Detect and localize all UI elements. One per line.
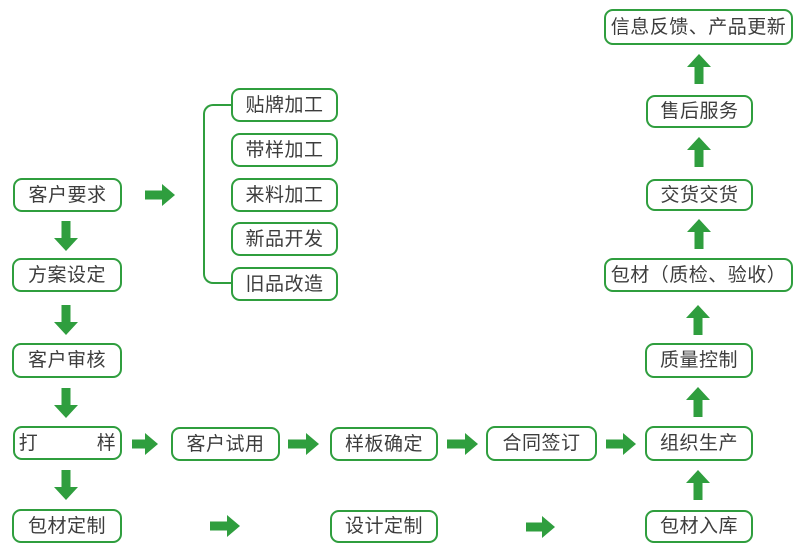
node-packaging-customization: 包材定制 bbox=[12, 509, 122, 543]
node-oem-processing: 贴牌加工 bbox=[231, 88, 338, 122]
node-design-customization: 设计定制 bbox=[330, 510, 438, 543]
arrow-right-icon bbox=[145, 183, 175, 207]
options-bracket bbox=[203, 104, 231, 284]
arrow-right-icon bbox=[210, 516, 240, 536]
node-packaging-inspection: 包材（质检、验收） bbox=[604, 258, 793, 292]
arrow-up-icon bbox=[686, 470, 710, 500]
arrow-up-icon bbox=[687, 54, 711, 84]
arrow-up-icon bbox=[687, 219, 711, 249]
node-customer-request: 客户要求 bbox=[13, 178, 122, 212]
arrow-right-icon bbox=[288, 433, 319, 455]
node-contract-signing: 合同签订 bbox=[486, 426, 597, 461]
node-sample-confirmation: 样板确定 bbox=[330, 427, 438, 461]
node-packaging-warehousing: 包材入库 bbox=[645, 510, 753, 543]
node-customer-review: 客户审核 bbox=[12, 343, 122, 378]
node-incoming-material-processing: 来料加工 bbox=[231, 178, 338, 212]
arrow-up-icon bbox=[686, 305, 710, 335]
node-new-product-development: 新品开发 bbox=[231, 222, 338, 256]
node-quality-control: 质量控制 bbox=[645, 343, 753, 378]
node-customer-trial: 客户试用 bbox=[171, 427, 280, 461]
node-old-product-renovation: 旧品改造 bbox=[231, 267, 338, 301]
arrow-right-icon bbox=[526, 517, 555, 537]
arrow-down-icon bbox=[54, 221, 78, 251]
node-feedback-and-update: 信息反馈、产品更新 bbox=[604, 9, 793, 45]
node-after-sales-service: 售后服务 bbox=[646, 95, 753, 128]
arrow-right-icon bbox=[447, 433, 478, 455]
node-delivery: 交货交货 bbox=[646, 179, 753, 211]
node-sampling: 打 样 bbox=[13, 426, 122, 460]
node-production-organization: 组织生产 bbox=[645, 426, 753, 461]
arrow-down-icon bbox=[54, 470, 78, 500]
arrow-right-icon bbox=[132, 433, 158, 455]
arrow-down-icon bbox=[54, 388, 78, 418]
arrow-up-icon bbox=[687, 137, 711, 167]
node-sample-processing: 带样加工 bbox=[231, 133, 338, 167]
arrow-right-icon bbox=[606, 433, 636, 455]
arrow-down-icon bbox=[54, 305, 78, 335]
arrow-up-icon bbox=[686, 387, 710, 417]
node-plan-setting: 方案设定 bbox=[12, 258, 122, 292]
